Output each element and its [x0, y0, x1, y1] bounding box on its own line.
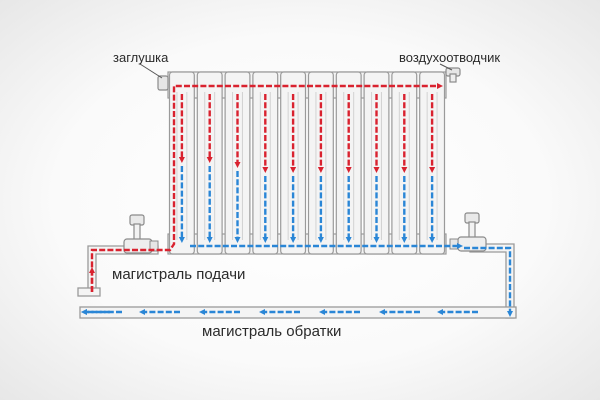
return-main-label: магистраль обратки — [202, 323, 341, 340]
air-vent-leader — [439, 63, 453, 71]
radiator-section — [168, 71, 195, 255]
supply-flow-arrow — [90, 83, 443, 292]
flow-arrows — [81, 83, 513, 317]
air-vent-label: воздухоотводчик — [399, 50, 500, 65]
supply-main-lower — [77, 287, 101, 297]
supply-main-label: магистраль подачи — [112, 266, 245, 283]
return-riser-flow-arrow — [464, 246, 513, 317]
radiator-section — [196, 71, 223, 255]
plug-leader — [139, 63, 163, 79]
plug-label: заглушка — [113, 50, 169, 65]
air-vent-fitting — [445, 67, 461, 83]
supply-valve — [123, 214, 159, 254]
plug-fitting — [157, 75, 169, 91]
